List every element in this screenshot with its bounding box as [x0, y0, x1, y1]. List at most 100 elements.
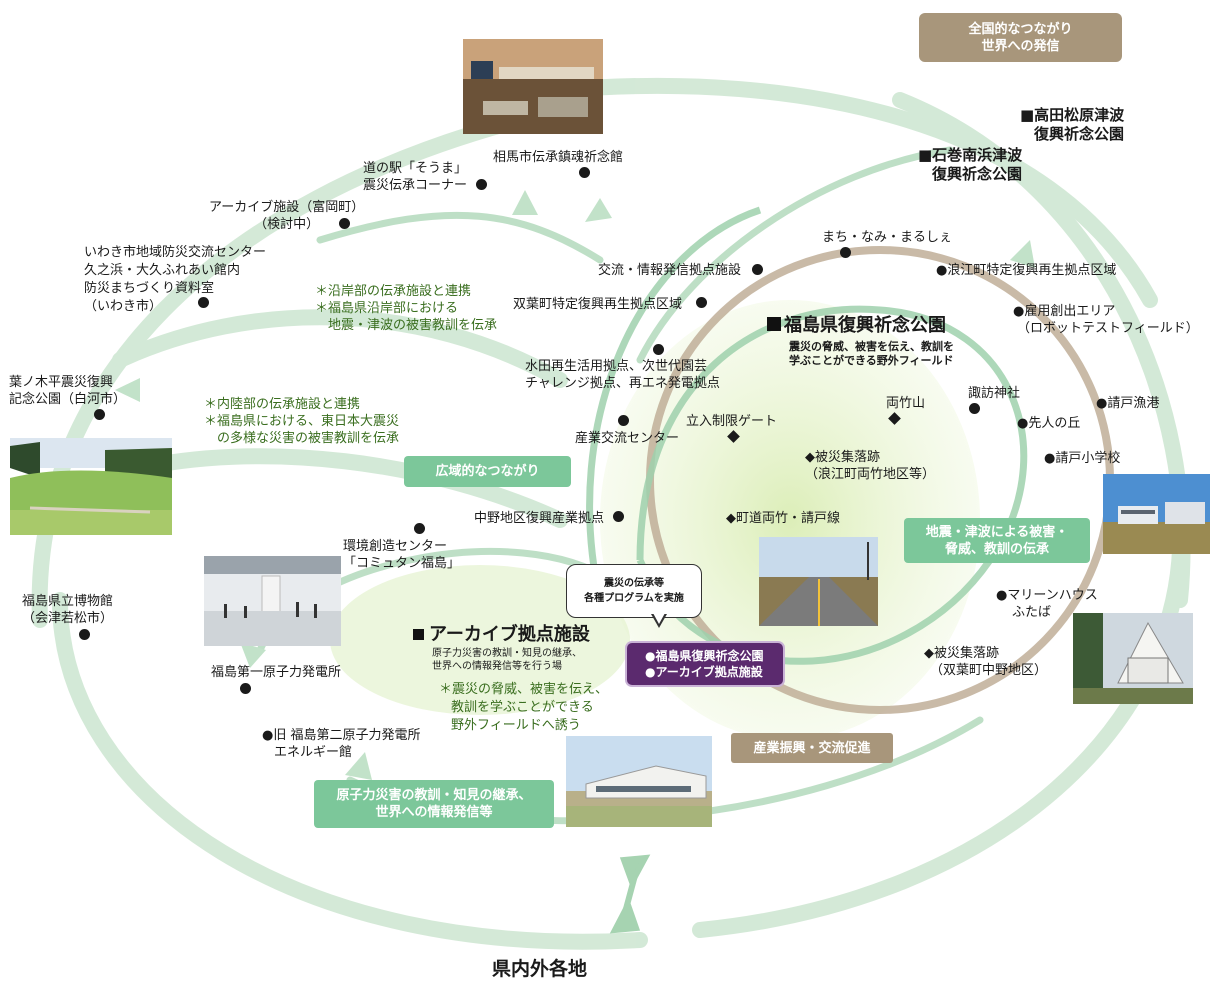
hisai1-line2: （浪江町両竹地区等）	[805, 467, 936, 482]
koryu-dot	[752, 264, 763, 275]
archive-desc: 原子力災害の教訓・知見の継承、 世界への情報発信等を行う場	[432, 647, 582, 673]
archive-note: ＊震災の脅威、被害を伝え、 教訓を学ぶことができる 野外フィールドへ誘う	[439, 681, 608, 735]
ukedo-school-label: ●請戸小学校	[1044, 451, 1121, 466]
coastal-note-2: ＊福島県沿岸部における	[315, 301, 459, 316]
suwa-dot	[969, 403, 980, 414]
hisai1-line1: ◆被災集落跡	[805, 450, 880, 465]
archive-note-1: ＊震災の脅威、被害を伝え、	[439, 682, 609, 697]
ukedo-school-photo	[1103, 474, 1210, 554]
main-park-square-icon	[767, 317, 781, 331]
mizuta-line1: 水田再生活用拠点、次世代園芸	[525, 359, 708, 374]
nakano-dot	[613, 511, 624, 522]
ishinomaki-line2: 復興祈念公園	[932, 165, 1023, 183]
koryu-label: 交流・情報発信拠点施設	[598, 263, 742, 278]
nuclear-line2: 世界への情報発信等	[375, 805, 493, 820]
quake-line1: 地震・津波による被害・	[925, 524, 1069, 540]
takata-park-label: ■高田松原津波 復興祈念公園	[1020, 106, 1124, 144]
iwaki-line1: いわき市地域防災交流センター	[84, 245, 267, 260]
ishinomaki-park-label: ■石巻南浜津波 復興祈念公園	[918, 146, 1022, 184]
core-line1: ●福島県復興祈念公園	[645, 649, 764, 663]
archive-desc-1: 原子力災害の教訓・知見の継承、	[432, 648, 582, 659]
commutan-dot	[414, 523, 425, 534]
morotake-label: 両竹山	[886, 396, 926, 411]
museum-line2: （会津若松市）	[22, 611, 114, 626]
commutan-label: 環境創造センター 「コミュタン福島」	[343, 538, 460, 572]
coastal-note-3: 地震・津波の被害教訓を伝承	[315, 318, 498, 333]
road-photo	[759, 537, 878, 626]
hanoki-park-photo	[10, 438, 172, 535]
nationwide-line2: 世界への発信	[981, 38, 1060, 54]
footer-title: 県内外各地	[492, 958, 588, 980]
main-park-desc: 震災の脅威、被害を伝え、教訓を 学ぶことができる野外フィールド	[789, 340, 954, 368]
mizuta-label: 水田再生活用拠点、次世代園芸 チャレンジ拠点、再エネ発電拠点	[525, 358, 720, 392]
industry-promotion-box: 産業振興・交流促進	[731, 733, 893, 763]
museum-label: 福島県立博物館 （会津若松市）	[22, 593, 113, 627]
main-park-desc-2: 学ぶことができる野外フィールド	[789, 354, 954, 367]
nakano-label: 中野地区復興産業拠点	[474, 511, 605, 526]
hanoki-line2: 記念公園（白河市）	[9, 392, 127, 407]
iwaki-line2: 久之浜・大久ふれあい館内	[84, 263, 241, 278]
koyo-line2: （ロボットテストフィールド）	[1017, 321, 1199, 336]
nationwide-connection-box: 全国的なつながり世界への発信	[919, 13, 1122, 62]
nuclear-line1: 原子力災害の教訓・知見の継承、	[336, 788, 532, 803]
core-line2: ●アーカイブ拠点施設	[645, 665, 763, 679]
archive-title: アーカイブ拠点施設	[413, 624, 590, 645]
suwa-label: 諏訪神社	[968, 386, 1021, 401]
koyo-line1: ●雇用創出エリア	[1013, 304, 1116, 319]
commutan-line2: 「コミュタン福島」	[343, 556, 461, 571]
quake-line2: 脅威、教訓の伝承	[944, 541, 1049, 557]
soma-museum-photo	[463, 39, 603, 134]
sangyo-dot	[618, 415, 629, 426]
futaba-zone-label: 双葉町特定復興再生拠点区域	[513, 297, 683, 312]
machido-label: ◆町道両竹・請戸線	[726, 511, 840, 526]
soma-label: 相馬市伝承鎮魂祈念館	[493, 150, 624, 165]
machinami-label: まち・なみ・まるしぇ	[822, 230, 953, 245]
archive-desc-2: 世界への情報発信等を行う場	[432, 661, 562, 672]
michinoeki-line2: 震災伝承コーナー	[363, 178, 468, 193]
inland-note-2: ＊福島県における、東日本大震災	[204, 414, 400, 429]
senjin-label: ●先人の丘	[1017, 416, 1081, 431]
michinoeki-line1: 道の駅「そうま」	[363, 161, 468, 176]
core-facilities-box: ●福島県復興祈念公園 ●アーカイブ拠点施設	[627, 643, 783, 685]
inland-note-3: の多様な災害の被害教訓を伝承	[204, 431, 400, 446]
michinoeki-dot	[476, 179, 487, 190]
mizuta-dot	[653, 344, 664, 355]
inland-note-1: ＊内陸部の伝承施設と連携	[204, 397, 361, 412]
museum-line1: 福島県立博物館	[22, 594, 114, 609]
archive-note-3: 野外フィールドへ誘う	[451, 718, 581, 733]
hisai-nakano-label: ◆被災集落跡 （双葉町中野地区）	[924, 645, 1047, 679]
machinami-dot	[840, 247, 851, 258]
mizuta-line2: チャレンジ拠点、再エネ発電拠点	[525, 376, 720, 391]
takata-line1: ■高田松原津波	[1020, 106, 1125, 124]
iwaki-line4: （いわき市）	[84, 299, 163, 314]
program-callout: 震災の伝承等 各種プログラムを実施	[566, 564, 702, 618]
commutan-line1: 環境創造センター	[343, 539, 448, 554]
hanoki-dot	[94, 409, 105, 420]
marine-line1: ●マリーンハウス	[996, 588, 1098, 603]
marine-house-photo	[1073, 613, 1193, 704]
inland-note: ＊内陸部の伝承施設と連携 ＊福島県における、東日本大震災 の多様な災害の被害教訓…	[204, 396, 399, 447]
iwaki-dot	[198, 297, 209, 308]
iwaki-line3: 防災まちづくり資料室	[84, 281, 215, 296]
tomioka-line1: アーカイブ施設（富岡町）	[209, 200, 365, 215]
marine-line2: ふたば	[1012, 605, 1052, 620]
gate-label: 立入制限ゲート	[686, 414, 778, 429]
daiichi-dot	[240, 683, 251, 694]
koyo-label: ●雇用創出エリア （ロボットテストフィールド）	[1013, 303, 1199, 337]
takata-line2: 復興祈念公園	[1034, 125, 1125, 143]
futaba-zone-dot	[696, 297, 707, 308]
daini-label: ●旧 福島第二原子力発電所 エネルギー館	[262, 727, 420, 761]
coastal-note-1: ＊沿岸部の伝承施設と連携	[315, 284, 472, 299]
callout-line1: 震災の伝承等	[604, 578, 664, 589]
daiichi-label: 福島第一原子力発電所	[211, 665, 342, 680]
archive-building-photo	[566, 736, 712, 827]
namie-zone-label: ●浪江町特定復興再生拠点区域	[936, 263, 1117, 278]
nuclear-legacy-box: 原子力災害の教訓・知見の継承、世界への情報発信等	[314, 780, 554, 828]
nationwide-line1: 全国的なつながり	[968, 21, 1073, 37]
archive-square-icon	[413, 629, 424, 640]
hanoki-line1: 葉ノ木平震災復興	[9, 375, 114, 390]
hanoki-label: 葉ノ木平震災復興 記念公園（白河市）	[9, 374, 126, 408]
tomioka-archive-label: アーカイブ施設（富岡町） （検討中）	[209, 199, 364, 233]
quake-tsunami-box: 地震・津波による被害・脅威、教訓の伝承	[904, 518, 1090, 563]
